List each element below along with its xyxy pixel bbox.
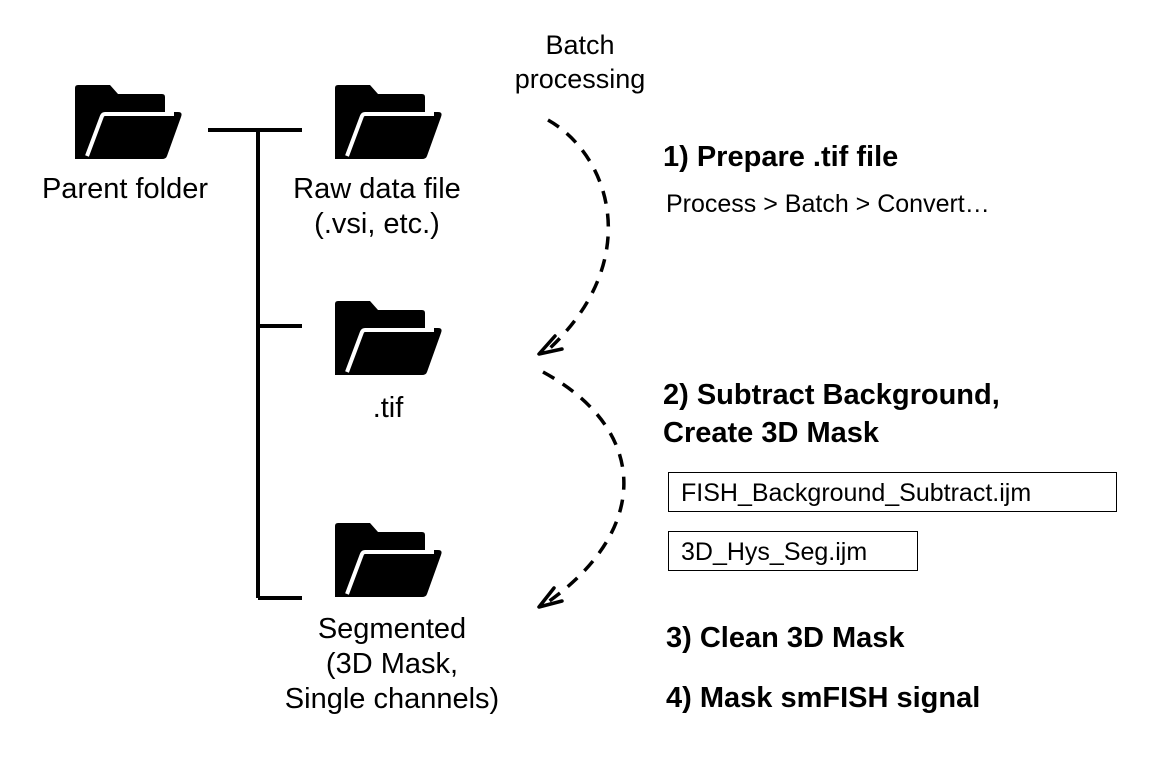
raw-data-label-line2: (.vsi, etc.) xyxy=(314,208,440,240)
tif-folder-label: .tif xyxy=(372,392,404,424)
raw-data-label-line1: Raw data file xyxy=(293,173,461,205)
step2-title-line2: Create 3D Mask xyxy=(663,417,879,449)
step1-title: 1) Prepare .tif file xyxy=(663,141,899,173)
step2-title: 2) Subtract Background, Create 3D Mask xyxy=(663,376,1000,452)
dashed-arrow-icon xyxy=(537,118,611,356)
parent-folder-label: Parent folder xyxy=(41,173,209,205)
batch-processing-label: Batch processing xyxy=(490,28,670,96)
step3-title: 3) Clean 3D Mask xyxy=(666,622,905,654)
step1-menu-path: Process > Batch > Convert… xyxy=(666,190,990,218)
segmented-label-line2: (3D Mask, xyxy=(325,648,459,680)
script-box-hys-seg: 3D_Hys_Seg.ijm xyxy=(668,531,918,571)
batch-label-line1: Batch xyxy=(545,30,615,60)
step2-title-line1: 2) Subtract Background, xyxy=(663,379,1000,411)
batch-label-line2: processing xyxy=(514,64,646,94)
segmented-folder-label: Segmented (3D Mask, Single channels) xyxy=(252,612,532,717)
folder-icon xyxy=(75,85,182,159)
step4-title: 4) Mask smFISH signal xyxy=(666,682,981,714)
folder-icon xyxy=(335,301,442,375)
folder-icon xyxy=(335,523,442,597)
dashed-arrow-icon xyxy=(537,370,626,609)
folder-icon xyxy=(335,85,442,159)
script-box-background-subtract: FISH_Background_Subtract.ijm xyxy=(668,472,1117,512)
raw-data-label: Raw data file (.vsi, etc.) xyxy=(272,172,482,242)
segmented-label-line1: Segmented xyxy=(317,613,467,645)
segmented-label-line3: Single channels) xyxy=(284,683,500,715)
